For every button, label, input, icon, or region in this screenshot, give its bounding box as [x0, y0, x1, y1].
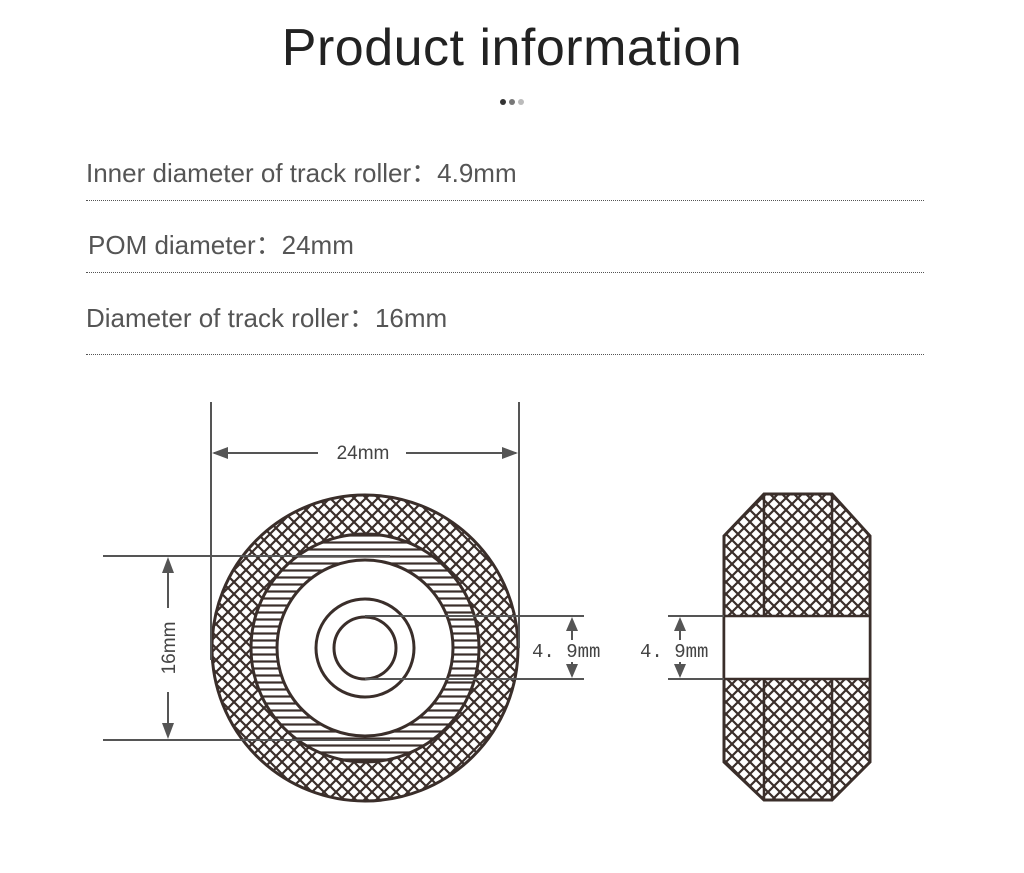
carousel-dots	[0, 99, 1024, 105]
spec-label: Inner diameter of track roller：	[86, 158, 438, 188]
spec-label: POM diameter：	[88, 230, 282, 260]
side-view	[722, 492, 872, 802]
dimension-24mm	[210, 402, 520, 660]
dot-3	[518, 99, 524, 105]
dimension-4-9mm-front	[365, 615, 584, 680]
page-title: Product information	[281, 19, 743, 77]
dimension-4-9mm-side	[668, 615, 724, 680]
spec-row-inner-diameter: Inner diameter of track roller：4.9mm	[86, 150, 924, 201]
dimension-16mm	[103, 555, 390, 741]
side-bore-band	[722, 614, 872, 681]
spec-label: Diameter of track roller：	[86, 303, 375, 333]
dim-label-24mm: 24mm	[337, 443, 390, 464]
roller-technical-drawing: 24mm 16mm 4. 9mm 4. 9mm	[103, 402, 872, 803]
dim-label-4-9mm-front: 4. 9mm	[532, 641, 600, 663]
spec-value: 4.9mm	[437, 158, 517, 188]
spec-row-track-diameter: Diameter of track roller：16mm	[86, 296, 924, 355]
dim-label-4-9mm-side: 4. 9mm	[640, 641, 708, 663]
dot-2	[509, 99, 515, 105]
bearing-bore	[332, 615, 398, 681]
dim-label-16mm: 16mm	[159, 622, 180, 675]
spec-value: 24mm	[281, 230, 354, 260]
dot-1	[500, 99, 506, 105]
front-view	[210, 493, 520, 803]
spec-row-pom-diameter: POM diameter：24mm	[86, 222, 924, 273]
spec-value: 16mm	[374, 303, 448, 333]
